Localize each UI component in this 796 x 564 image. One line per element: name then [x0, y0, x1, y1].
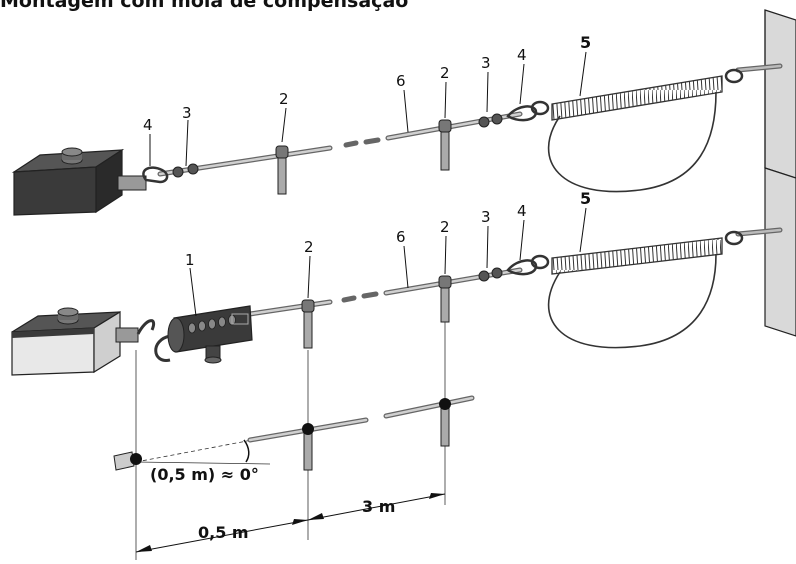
label-top-2b: 2 [440, 64, 450, 82]
spring-top [530, 68, 744, 193]
dimension-short: 0,5 m [198, 523, 249, 542]
label-top-3b: 3 [481, 54, 491, 72]
bottom-assembly: 1 2 6 2 3 4 5 [11, 167, 796, 376]
label-bottom-3: 3 [481, 208, 491, 226]
spring-bottom [530, 230, 744, 349]
label-bottom-1: 1 [185, 251, 195, 269]
label-bottom-4: 4 [517, 202, 527, 220]
rod-segment-1 [247, 417, 369, 471]
eye-bolt-bottom-2 [438, 275, 452, 323]
page-title: Montagem com mola de compensação [0, 0, 409, 12]
rope-top [157, 111, 523, 177]
wall-anchor-bottom [735, 167, 796, 337]
eye-bolt-top-2 [438, 119, 452, 171]
label-bottom-2a: 2 [304, 238, 314, 256]
eye-bolt-top-1 [275, 145, 289, 195]
label-bottom-5: 5 [580, 189, 591, 208]
eye-bolt-bottom-1 [301, 299, 315, 349]
label-top-4b: 4 [517, 46, 527, 64]
label-top-5: 5 [580, 33, 591, 52]
switch-housing-top [11, 147, 147, 216]
dimension-long: 3 m [362, 497, 395, 516]
rod-segment-2 [383, 395, 475, 447]
wall-anchor-top [735, 9, 796, 179]
label-top-3a: 3 [182, 104, 192, 122]
label-bottom-6: 6 [396, 228, 406, 246]
label-top-6: 6 [396, 72, 406, 90]
tension-indicator [154, 305, 253, 364]
top-assembly: 4 3 2 6 2 3 4 5 [11, 9, 796, 216]
label-bottom-2b: 2 [440, 218, 450, 236]
switch-housing-bottom [11, 307, 155, 376]
switch-marker [113, 451, 142, 471]
label-top-2a: 2 [279, 90, 289, 108]
clamp-bottom-right [478, 259, 538, 282]
clamp-top-left [172, 163, 199, 178]
alignment-detail: (0,5 m) ≈ 0° 0,5 m 3 m [113, 322, 475, 560]
label-top-4a: 4 [143, 116, 153, 134]
angle-label: (0,5 m) ≈ 0° [150, 465, 259, 484]
